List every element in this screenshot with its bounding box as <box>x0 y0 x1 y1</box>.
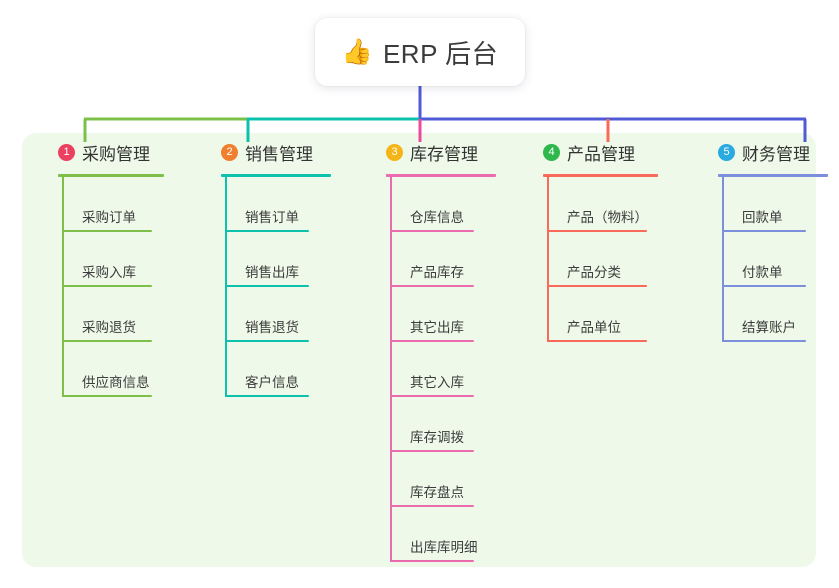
branch-spine-5 <box>722 176 724 342</box>
leaf-item-label: 采购订单 <box>82 210 136 225</box>
leaf-item-rule <box>722 285 806 287</box>
branch-header-rule-4 <box>543 174 658 177</box>
leaf-item[interactable]: 采购订单 <box>62 198 152 232</box>
leaf-item-label: 销售退货 <box>245 320 299 335</box>
root-node[interactable]: 👍 ERP 后台 <box>315 18 525 86</box>
branch-header-rule-5 <box>718 174 828 177</box>
leaf-item-label: 仓库信息 <box>410 210 464 225</box>
leaf-item-label: 库存盘点 <box>410 485 464 500</box>
leaf-item-rule <box>390 230 474 232</box>
leaf-item-rule <box>62 395 152 397</box>
diagram-panel <box>22 133 816 567</box>
branch-title-4: 产品管理 <box>567 144 635 164</box>
leaf-item-rule <box>62 230 152 232</box>
thumbs-up-icon: 👍 <box>341 37 373 66</box>
leaf-item-rule <box>547 340 647 342</box>
leaf-item-rule <box>390 395 474 397</box>
branch-column-4: 4 产品管理产品（物料） 产品分类产品单位 <box>525 140 658 342</box>
leaf-item[interactable]: 其它出库 <box>390 308 474 342</box>
branch-header-3[interactable]: 3 库存管理 <box>368 140 478 164</box>
leaf-item-rule <box>722 340 806 342</box>
leaf-item[interactable]: 产品（物料） <box>547 198 648 232</box>
branch-header-4[interactable]: 4 产品管理 <box>525 140 635 164</box>
leaf-item-rule <box>547 230 647 232</box>
leaf-item[interactable]: 出库库明细 <box>390 528 478 562</box>
branch-header-rule-1 <box>58 174 164 177</box>
leaf-item-rule <box>62 285 152 287</box>
branch-column-3: 3 库存管理仓库信息产品库存其它出库其它入库库存调拨库存盘点出库库明细 <box>368 140 496 562</box>
branch-title-3: 库存管理 <box>410 144 478 164</box>
leaf-item[interactable]: 付款单 <box>722 253 806 287</box>
branch-header-rule-2 <box>221 174 331 177</box>
branch-header-5[interactable]: 5 财务管理 <box>700 140 810 164</box>
branch-title-2: 销售管理 <box>245 144 313 164</box>
leaf-item[interactable]: 库存盘点 <box>390 473 474 507</box>
leaf-item[interactable]: 供应商信息 <box>62 363 152 397</box>
leaf-item-label: 出库库明细 <box>410 540 478 555</box>
leaf-item-label: 库存调拨 <box>410 430 464 445</box>
leaf-item-label: 销售出库 <box>245 265 299 280</box>
branch-header-2[interactable]: 2 销售管理 <box>203 140 313 164</box>
leaf-item-label: 回款单 <box>742 210 783 225</box>
leaf-item-rule <box>225 285 309 287</box>
branch-column-2: 2 销售管理销售订单销售出库销售退货客户信息 <box>203 140 331 397</box>
branch-spine-3 <box>390 176 392 562</box>
leaf-item-label: 供应商信息 <box>82 375 150 390</box>
leaf-item-label: 其它出库 <box>410 320 464 335</box>
leaf-item[interactable]: 采购退货 <box>62 308 152 342</box>
leaf-item-rule <box>722 230 806 232</box>
leaf-item[interactable]: 产品单位 <box>547 308 647 342</box>
leaf-item-rule <box>225 230 309 232</box>
leaf-item[interactable]: 采购入库 <box>62 253 152 287</box>
branch-badge-2: 2 <box>221 143 238 161</box>
leaf-item-label: 产品库存 <box>410 265 464 280</box>
leaf-item-rule <box>62 340 152 342</box>
leaf-item-label: 产品分类 <box>567 265 621 280</box>
leaf-item-rule <box>390 285 474 287</box>
branch-badge-3: 3 <box>386 143 403 161</box>
branch-column-5: 5 财务管理回款单付款单结算账户 <box>700 140 828 342</box>
leaf-item-rule <box>547 285 647 287</box>
leaf-item[interactable]: 回款单 <box>722 198 806 232</box>
branch-badge-1: 1 <box>58 143 75 161</box>
leaf-item[interactable]: 仓库信息 <box>390 198 474 232</box>
leaf-item-rule <box>390 340 474 342</box>
branch-badge-5: 5 <box>718 143 735 161</box>
leaf-item-label: 结算账户 <box>742 320 796 335</box>
leaf-item-label: 采购入库 <box>82 265 136 280</box>
leaf-item-label: 产品单位 <box>567 320 621 335</box>
leaf-item[interactable]: 结算账户 <box>722 308 806 342</box>
branch-header-1[interactable]: 1 采购管理 <box>40 140 150 164</box>
leaf-item-rule <box>390 505 474 507</box>
branch-badge-4: 4 <box>543 143 560 161</box>
leaf-item[interactable]: 产品库存 <box>390 253 474 287</box>
leaf-item[interactable]: 销售退货 <box>225 308 309 342</box>
branch-column-1: 1 采购管理采购订单采购入库采购退货供应商信息 <box>40 140 164 397</box>
branch-spine-4 <box>547 176 549 342</box>
leaf-item[interactable]: 销售订单 <box>225 198 309 232</box>
leaf-item-rule <box>390 560 474 562</box>
leaf-item[interactable]: 库存调拨 <box>390 418 474 452</box>
leaf-item-label: 其它入库 <box>410 375 464 390</box>
leaf-item[interactable]: 客户信息 <box>225 363 309 397</box>
leaf-item-label: 产品（物料） <box>567 210 648 225</box>
leaf-item[interactable]: 销售出库 <box>225 253 309 287</box>
leaf-item[interactable]: 其它入库 <box>390 363 474 397</box>
branch-header-rule-3 <box>386 174 496 177</box>
leaf-item-rule <box>225 395 309 397</box>
leaf-item-label: 销售订单 <box>245 210 299 225</box>
root-title: ERP 后台 <box>382 38 499 69</box>
branch-title-5: 财务管理 <box>742 144 810 164</box>
leaf-item-label: 采购退货 <box>82 320 136 335</box>
leaf-item-rule <box>225 340 309 342</box>
branch-title-1: 采购管理 <box>82 144 150 164</box>
leaf-item-rule <box>390 450 474 452</box>
leaf-item-label: 付款单 <box>742 265 783 280</box>
leaf-item[interactable]: 产品分类 <box>547 253 647 287</box>
leaf-item-label: 客户信息 <box>245 375 299 390</box>
